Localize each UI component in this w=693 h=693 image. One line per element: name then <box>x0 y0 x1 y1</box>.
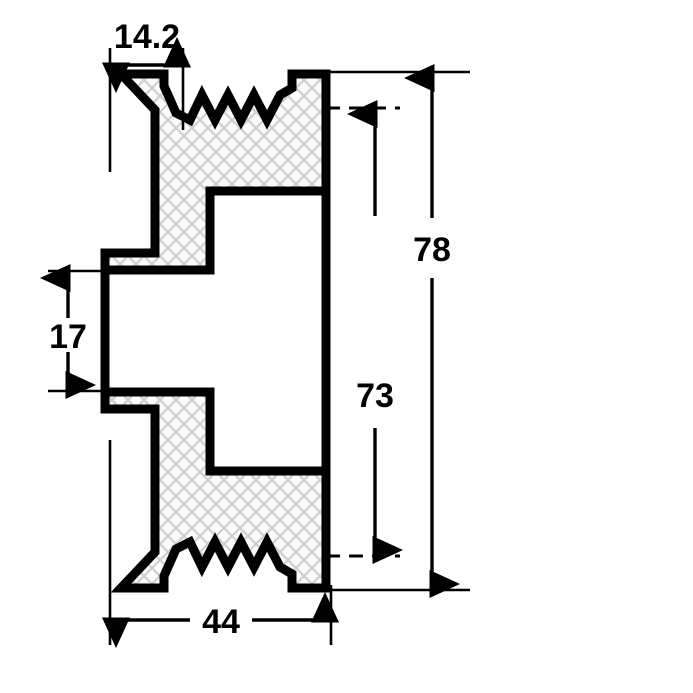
lower-section-profile <box>100 387 331 593</box>
bore-cavity-outline <box>100 191 331 471</box>
dimension-label-73: 73 <box>356 377 394 415</box>
dimension-labels-group: 14.2 78 73 17 44 <box>49 18 451 641</box>
dimension-label-78: 78 <box>413 231 451 269</box>
dimension-label-14-2: 14.2 <box>114 18 180 56</box>
upper-section-profile <box>100 69 331 275</box>
dimension-label-17: 17 <box>49 318 87 356</box>
section-body-group <box>100 69 331 593</box>
reference-dashed-lines <box>326 106 400 558</box>
dimension-label-44: 44 <box>202 603 240 641</box>
dimension-lines-group <box>39 36 461 649</box>
